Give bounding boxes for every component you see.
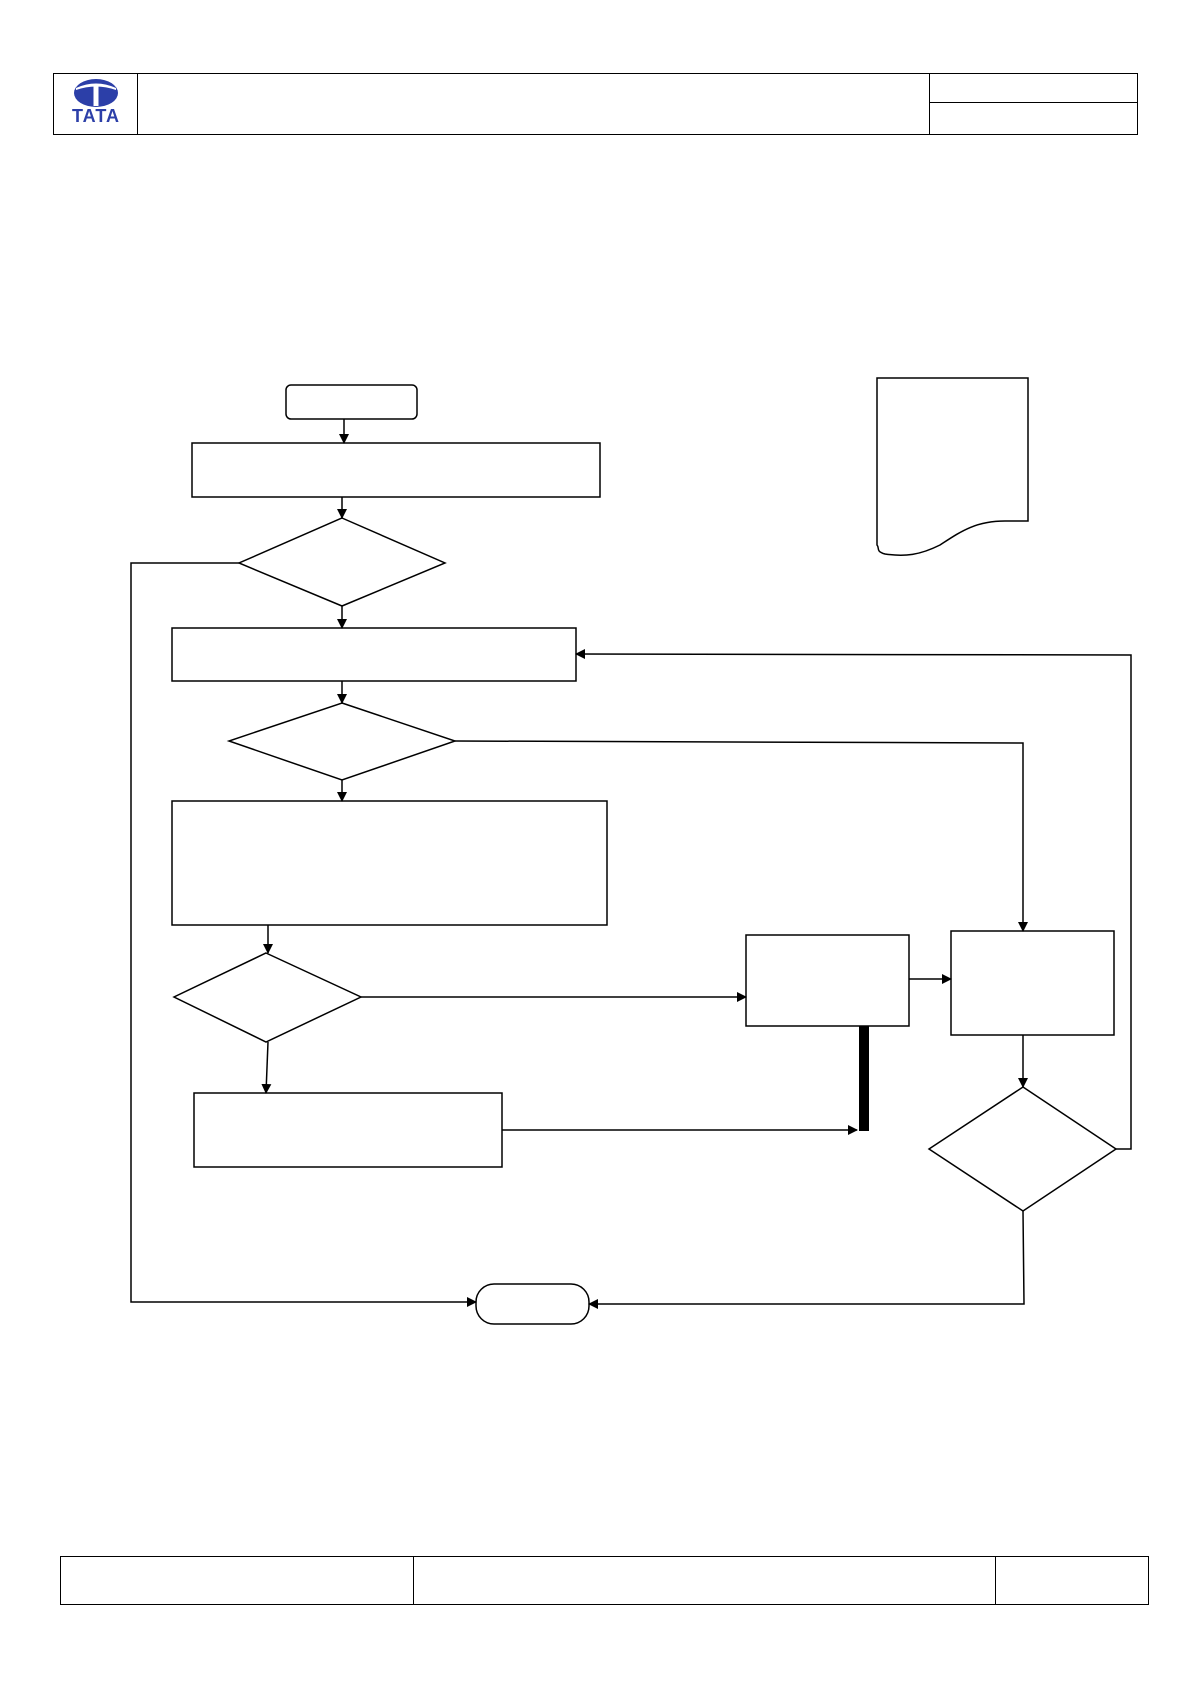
process-step-2 xyxy=(171,627,577,682)
header-doc-no xyxy=(930,74,1137,103)
document-shape xyxy=(876,377,1029,557)
thick-connector-bar xyxy=(859,1026,869,1131)
logo-cell: TATA xyxy=(54,74,138,134)
decision-2 xyxy=(226,702,458,781)
process-step-1 xyxy=(191,442,601,498)
tata-logo-icon xyxy=(74,79,118,107)
connector-decision4-end xyxy=(588,1210,1025,1309)
document-header: TATA xyxy=(53,73,1138,135)
connector-decision2-step6 xyxy=(454,740,1028,932)
end-terminator xyxy=(475,1283,590,1325)
footer-left-cell xyxy=(61,1557,414,1604)
logo-wordmark: TATA xyxy=(72,106,120,126)
footer-right-cell xyxy=(996,1557,1148,1604)
connector-decision3-step4 xyxy=(261,1041,272,1094)
start-terminator xyxy=(285,384,418,420)
decision-3 xyxy=(172,952,363,1043)
header-title xyxy=(138,74,930,134)
footer-center-cell xyxy=(414,1557,996,1604)
document-footer xyxy=(60,1556,1149,1605)
process-step-6 xyxy=(950,930,1115,1036)
connector-decision4-loop-step2 xyxy=(575,649,1132,1150)
process-step-4 xyxy=(193,1092,503,1168)
decision-4 xyxy=(927,1086,1118,1212)
process-step-5 xyxy=(745,934,910,1027)
process-step-3 xyxy=(171,800,608,926)
decision-1 xyxy=(237,517,447,607)
connector-decision1-end xyxy=(130,562,477,1307)
